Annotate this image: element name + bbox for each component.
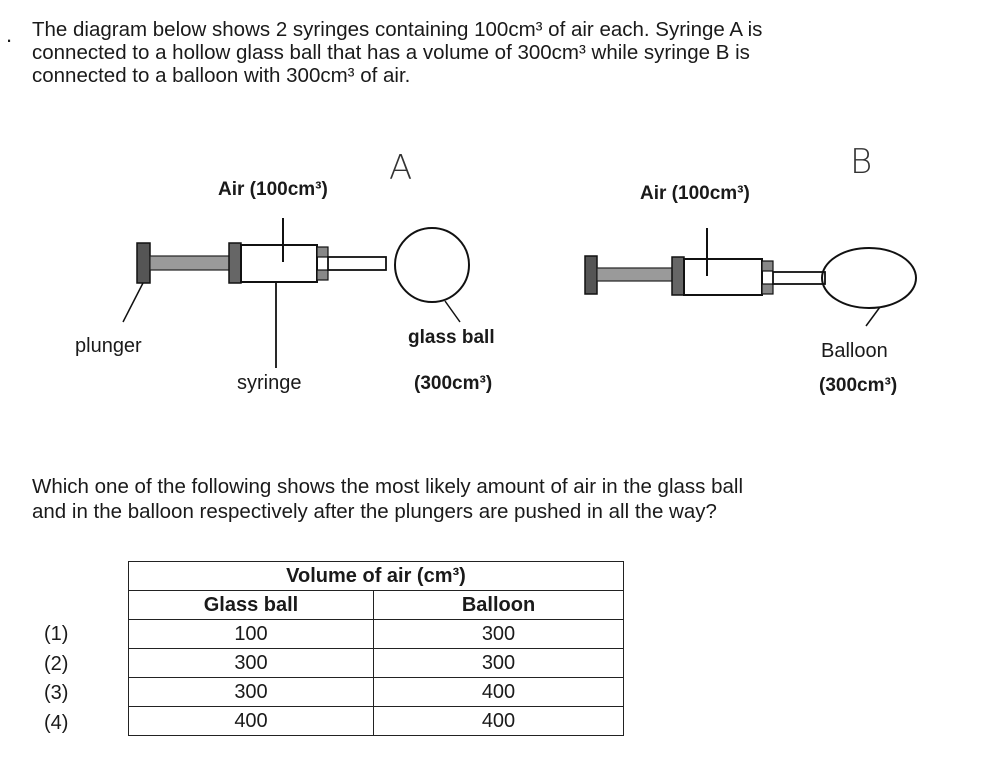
plunger-a-handle [136,242,151,284]
table-title: Volume of air (cm³) [128,561,624,591]
cell-glass-ball: 400 [128,706,374,736]
table-row: 300 300 [128,648,624,678]
glass-ball-label: glass ball [408,327,495,348]
syringe-label: syringe [237,372,302,394]
syringe-b-barrel [683,258,763,296]
intro-line: connected to a balloon with 300cm³ of ai… [32,64,411,87]
option-label[interactable]: (1) [44,623,69,645]
plunger-a-rod [149,255,231,271]
syringe-b-tube [772,271,826,285]
balloon [821,247,917,309]
syringe-a-nozzle-bottom [316,269,329,281]
intro-line: connected to a hollow glass ball that ha… [32,41,750,64]
option-label[interactable]: (4) [44,711,69,734]
glass-ball [394,227,470,303]
table-row: 400 400 [128,706,624,736]
question-number: . [6,22,13,47]
cell-glass-ball: 300 [128,648,374,678]
cell-balloon: 300 [373,648,624,678]
table-row: 300 400 [128,677,624,707]
cell-balloon: 400 [373,706,624,736]
plunger-leader [122,282,144,323]
air-a-label: Air (100cm³) [218,179,328,200]
syringe-a-barrel [240,244,318,283]
plunger-b-rod [596,267,674,282]
syringe-a [122,218,470,368]
syringe-a-tube [327,256,387,271]
balloon-label: Balloon [821,340,888,362]
balloon-leader [865,306,881,327]
glass-ball-volume: (300cm³) [414,373,493,394]
option-labels: (1) (2) (3) (4) [44,620,68,738]
plunger-b-handle [584,255,598,295]
table-row: 100 300 [128,619,624,649]
option-label[interactable]: (3) [44,682,69,704]
question-intro: The diagram below shows 2 syringes conta… [32,18,972,87]
cell-balloon: 300 [373,619,624,649]
syringe-a-letter: A [389,148,413,188]
column-header-glass-ball: Glass ball [128,590,374,620]
syringe-b-nozzle-top [761,260,774,272]
prompt-line: Which one of the following shows the mos… [32,475,744,498]
balloon-volume: (300cm³) [819,375,898,396]
syringe-a-nozzle-top [316,246,329,258]
syringe-b [584,228,917,327]
cell-glass-ball: 100 [128,619,374,649]
column-header-balloon: Balloon [373,590,624,620]
cell-balloon: 400 [373,677,624,707]
plunger-label: plunger [75,335,142,357]
syringe-b-nozzle-bottom [761,283,774,295]
prompt-line: and in the balloon respectively after th… [32,500,717,523]
air-b-label: Air (100cm³) [640,183,750,204]
plunger-b-head [671,256,685,296]
syringe-b-letter: B [850,142,873,182]
glass-ball-leader [444,300,461,323]
question-prompt: Which one of the following shows the mos… [32,474,972,524]
cell-glass-ball: 300 [128,677,374,707]
syringes-diagram [122,218,917,368]
option-label[interactable]: (2) [44,652,69,675]
options-table: Volume of air (cm³) Glass ball Balloon 1… [128,561,624,736]
plunger-a-head [228,242,242,284]
intro-line: The diagram below shows 2 syringes conta… [32,18,763,41]
